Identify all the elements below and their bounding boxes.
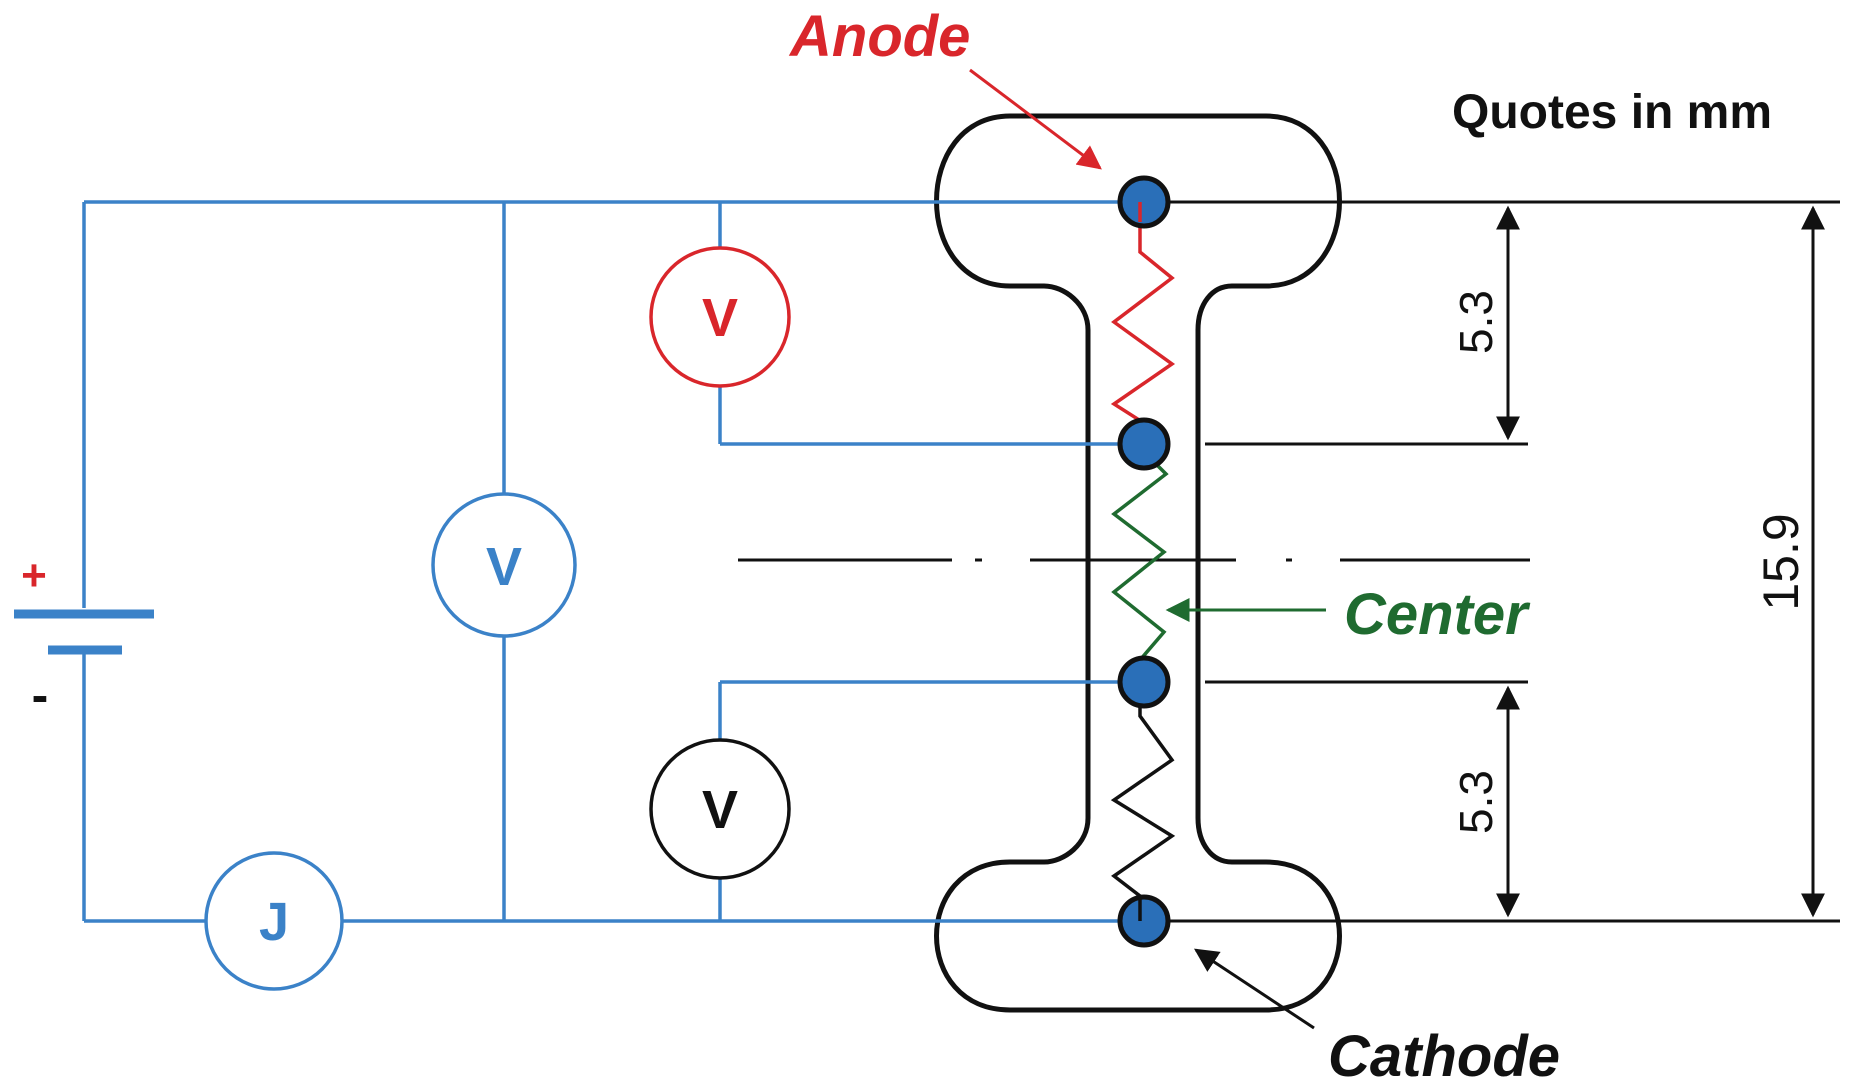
dimension-lower-label: 5.3 xyxy=(1450,770,1502,834)
upper-probe-node xyxy=(1117,417,1171,471)
cathode-callout-arrow xyxy=(1193,948,1315,1030)
center-label: Center xyxy=(1344,582,1531,647)
dimension-total-label: 15.9 xyxy=(1753,513,1809,610)
battery-minus-label: - xyxy=(32,667,49,723)
center-resistor xyxy=(1111,452,1169,682)
ammeter xyxy=(204,851,344,991)
voltmeter-bottom-label: V xyxy=(702,780,738,840)
anode-resistor xyxy=(1110,202,1176,446)
voltmeter-top xyxy=(649,246,791,388)
wiring xyxy=(82,200,1124,923)
dimension-extension-lines xyxy=(1168,200,1840,923)
cathode-resistor xyxy=(1110,682,1176,921)
units-note: Quotes in mm xyxy=(1452,86,1772,139)
cathode-node xyxy=(1117,894,1171,948)
voltmeter-middle-label: V xyxy=(486,537,522,597)
lower-probe-node xyxy=(1117,655,1171,709)
dimension-upper-label: 5.3 xyxy=(1450,290,1502,354)
voltmeter-bottom xyxy=(649,738,791,880)
specimen-outline xyxy=(934,113,1342,1013)
voltmeter-middle xyxy=(431,492,577,638)
voltmeter-top-label: V xyxy=(702,288,738,348)
battery xyxy=(14,609,154,655)
ammeter-label: J xyxy=(259,892,289,952)
battery-plus-label: + xyxy=(21,551,47,600)
anode-label: Anode xyxy=(788,4,970,69)
anode-callout-arrow xyxy=(969,68,1102,170)
cathode-label: Cathode xyxy=(1328,1024,1560,1088)
anode-node xyxy=(1117,175,1171,229)
